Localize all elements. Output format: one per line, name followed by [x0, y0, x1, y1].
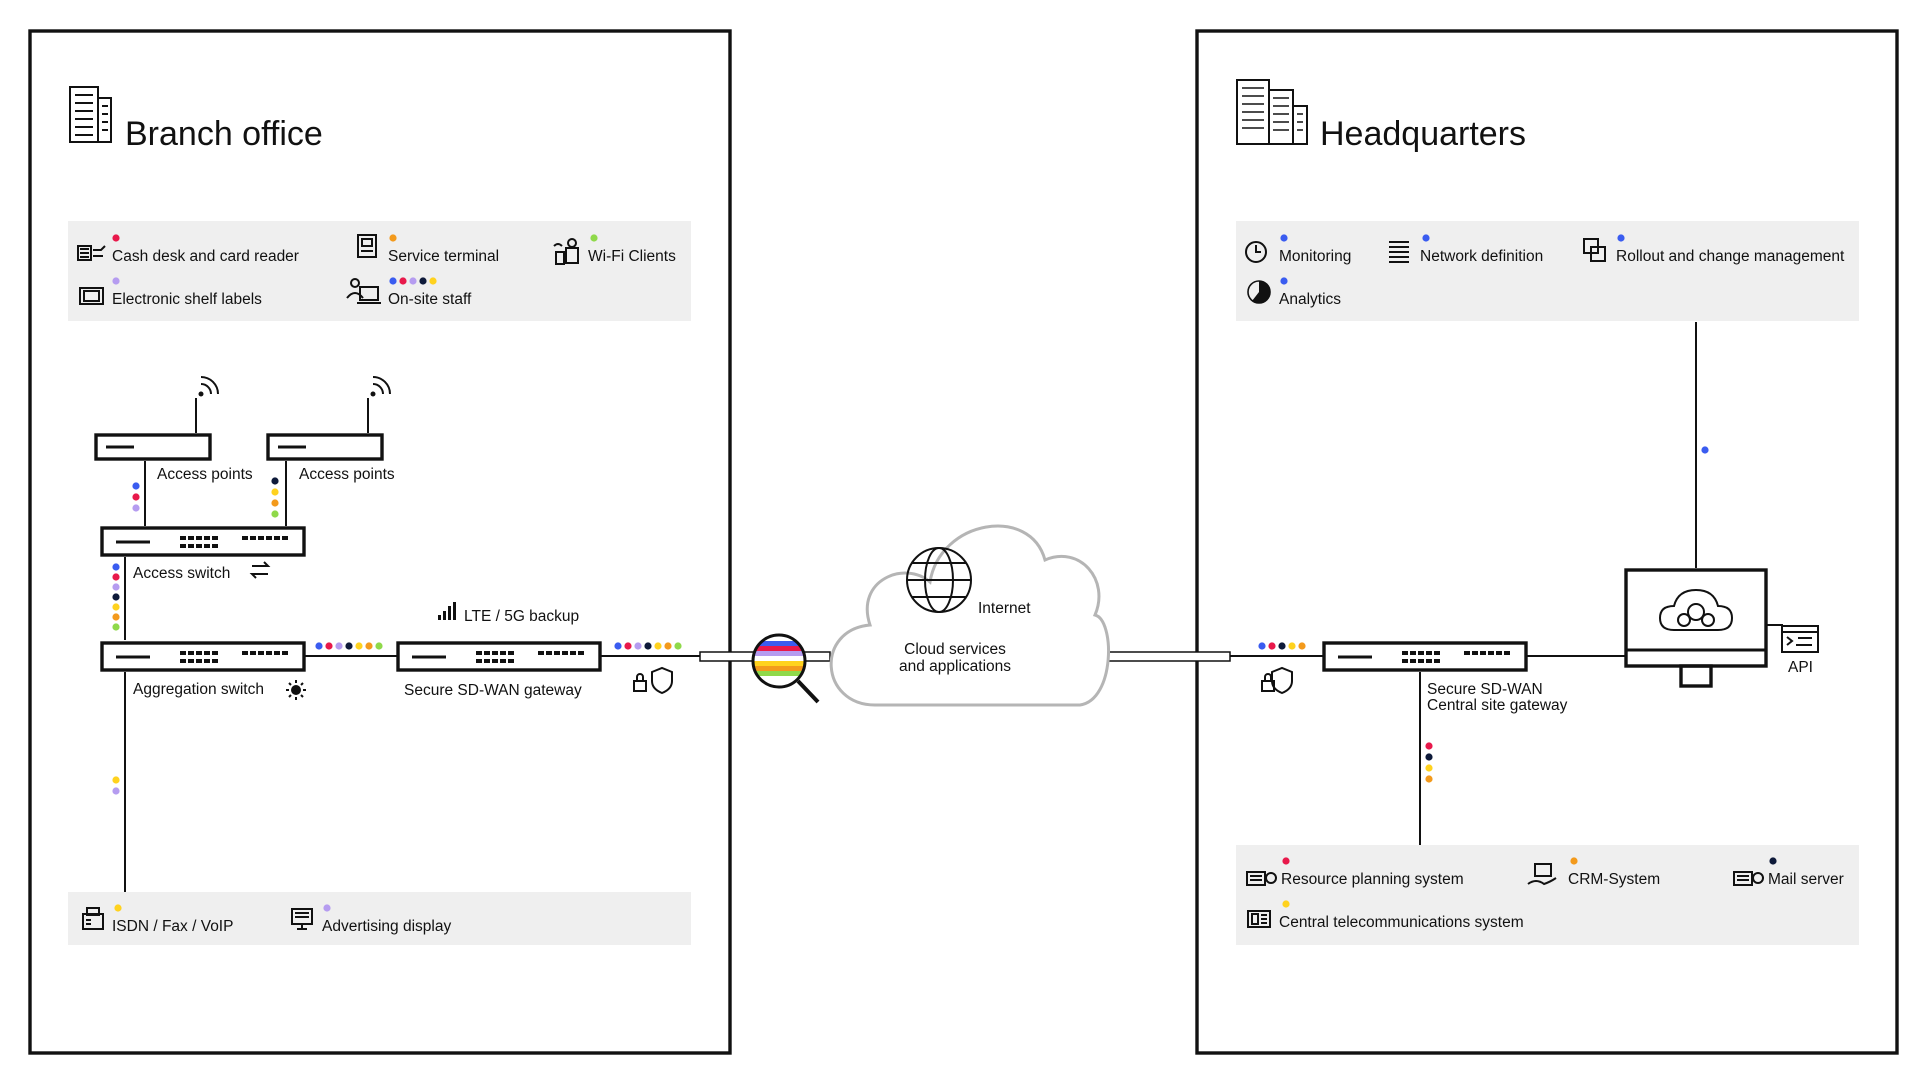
fax-phone-icon	[82, 907, 104, 930]
api-terminal-icon	[1781, 625, 1819, 653]
access-point-2	[266, 433, 384, 461]
network-definition-label: Network definition	[1420, 248, 1543, 265]
hq-downlink-dots	[1425, 742, 1433, 783]
rollout-label: Rollout and change management	[1616, 248, 1845, 265]
access-switch-label: Access switch	[133, 565, 230, 582]
dot-orange	[389, 234, 397, 242]
aggregation-downlink-dots	[112, 776, 120, 795]
wifi-clients-label: Wi-Fi Clients	[588, 248, 676, 265]
mail-server-icon	[1733, 871, 1764, 886]
aggregation-switch-label: Aggregation switch	[133, 681, 264, 698]
management-traffic-dot	[1701, 446, 1709, 454]
cash-desk-icon	[77, 245, 106, 261]
hq-services-panel	[1236, 845, 1859, 945]
lock-shield-icon	[633, 666, 673, 695]
hq-gateway-dots	[1258, 642, 1306, 650]
server-icon	[1246, 871, 1277, 886]
wifi-clients-icon	[553, 238, 579, 265]
service-terminal-icon	[357, 234, 377, 258]
onsite-staff-dots	[389, 277, 437, 285]
cash-desk-label: Cash desk and card reader	[112, 248, 299, 265]
dot-blue	[1280, 234, 1288, 242]
globe-icon	[906, 547, 972, 613]
dot-red	[112, 234, 120, 242]
hq-management-panel	[1236, 221, 1859, 321]
access-point-1	[94, 433, 212, 461]
mail-server-label: Mail server	[1768, 871, 1844, 888]
dot-yellow	[114, 904, 122, 912]
sdwan-gateway-label: Secure SD-WAN gateway	[404, 682, 582, 699]
dot-purple	[112, 277, 120, 285]
branch-office-title: Branch office	[125, 115, 323, 153]
gear-icon	[286, 680, 306, 700]
dot-red	[1282, 857, 1290, 865]
branch-office-frame	[28, 29, 732, 1055]
cloud-services-line1: Cloud services	[904, 641, 1006, 658]
dot-purple	[323, 904, 331, 912]
switch-ports	[1402, 651, 1510, 663]
dot-orange	[1570, 857, 1578, 865]
switch-ports	[180, 536, 288, 548]
headquarters-title: Headquarters	[1320, 115, 1526, 153]
onsite-staff-label: On-site staff	[388, 291, 472, 308]
dot-blue	[1280, 277, 1288, 285]
telecom-label: Central telecommunications system	[1279, 914, 1524, 931]
dot-blue	[1617, 234, 1625, 242]
wifi-signal-icon	[370, 376, 391, 397]
branch-peripherals-panel	[68, 892, 691, 945]
switch-ports	[180, 651, 288, 663]
advertising-display-label: Advertising display	[322, 918, 451, 935]
branch-endpoints-panel	[68, 221, 691, 321]
wifi-signal-icon	[198, 376, 219, 397]
shelf-labels-label: Electronic shelf labels	[112, 291, 262, 308]
network-definition-icon	[1389, 241, 1409, 263]
access-points-2-label: Access points	[299, 466, 395, 483]
switch-ports	[476, 651, 584, 663]
dot-yellow	[1282, 900, 1290, 908]
cloud-shape	[829, 524, 1110, 707]
headquarters-building-icon	[1236, 79, 1308, 145]
access-switch	[100, 526, 306, 557]
crm-label: CRM-System	[1568, 871, 1660, 888]
aggregation-uplink-dots	[315, 642, 383, 650]
cloud-management-monitor	[1624, 568, 1768, 688]
branch-building-icon	[69, 86, 112, 143]
dot-blue	[1422, 234, 1430, 242]
headquarters-frame	[1195, 29, 1899, 1055]
hq-gateway-label-line1: Secure SD-WAN	[1427, 681, 1543, 698]
gateway-uplink-dots	[614, 642, 682, 650]
lte-backup-label: LTE / 5G backup	[464, 608, 579, 625]
lock-shield-icon	[1261, 666, 1293, 695]
ap2-traffic-dots	[271, 477, 279, 518]
crm-icon	[1527, 863, 1557, 886]
access-points-1-label: Access points	[157, 466, 253, 483]
monitoring-label: Monitoring	[1279, 248, 1351, 265]
onsite-staff-icon	[346, 278, 381, 304]
internet-label: Internet	[978, 600, 1031, 617]
analytics-pie-icon	[1247, 280, 1271, 304]
isdn-label: ISDN / Fax / VoIP	[112, 918, 233, 935]
rollout-icon	[1583, 238, 1606, 262]
advertising-display-icon	[291, 908, 313, 930]
telecom-system-icon	[1247, 910, 1271, 928]
shelf-label-icon	[79, 287, 104, 305]
service-terminal-label: Service terminal	[388, 248, 499, 265]
erp-label: Resource planning system	[1281, 871, 1464, 888]
clock-24-7-icon	[1245, 241, 1267, 263]
access-switch-traffic-dots	[112, 563, 120, 631]
cloud-sync-icon	[1658, 588, 1734, 631]
traffic-inspection-magnifier-icon	[751, 633, 820, 704]
hq-gateway-label-line2: Central site gateway	[1427, 697, 1568, 714]
dot-navy	[1769, 857, 1777, 865]
analytics-label: Analytics	[1279, 291, 1341, 308]
dot-green	[590, 234, 598, 242]
hq-tunnel-pipe	[1099, 651, 1231, 662]
swap-arrows-icon	[249, 561, 271, 579]
api-label: API	[1788, 659, 1813, 676]
signal-bars-icon	[438, 602, 456, 620]
cloud-services-line2: and applications	[899, 658, 1011, 675]
ap1-traffic-dots	[132, 482, 140, 512]
